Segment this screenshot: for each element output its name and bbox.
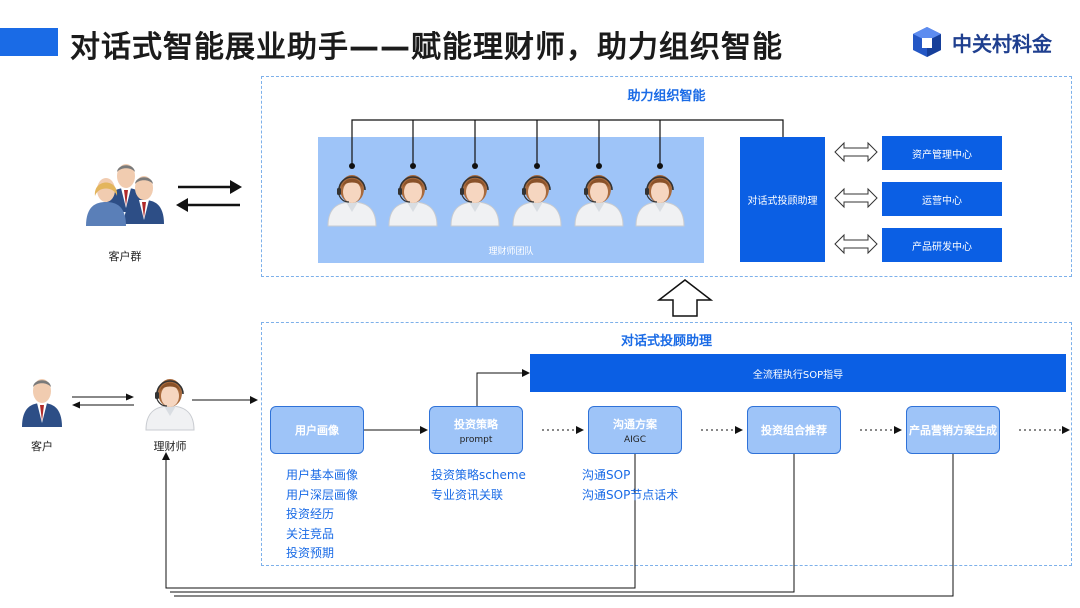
sop-guidance-bar: 全流程执行SOP指导 [530, 354, 1066, 392]
bottom-section [261, 322, 1072, 566]
customer-advisor-arrows [72, 393, 134, 409]
top-section [261, 76, 1072, 277]
communication-items-list: 沟通SOP 沟通SOP节点话术 [582, 466, 678, 505]
center-operations: 运营中心 [882, 182, 1002, 216]
brand-name: 中关村科金 [952, 31, 1052, 56]
list-item: 投资经历 [286, 507, 335, 521]
double-arrow-icon [834, 233, 878, 255]
title-accent-bar [0, 28, 58, 56]
cube-logo-icon [913, 27, 941, 57]
step-portfolio-recommendation: 投资组合推荐 [747, 406, 841, 454]
top-section-title: 助力组织智能 [627, 89, 706, 104]
step-communication-plan: 沟通方案 AIGC [588, 406, 682, 454]
list-item: 用户深层画像 [286, 487, 359, 502]
list-item: 投资策略scheme [431, 468, 526, 482]
exchange-arrows [176, 180, 242, 212]
page-title: 对话式智能展业助手——赋能理财师，助力组织智能 [70, 30, 783, 65]
customer-group-icon [86, 164, 164, 226]
list-item: 用户基本画像 [286, 468, 359, 482]
advisor-team-panel [318, 137, 704, 263]
profile-items-list: 用户基本画像 用户深层画像 投资经历 关注竞品 投资预期 [286, 466, 358, 564]
customer-group-label: 客户群 [108, 250, 142, 263]
list-item: 投资预期 [286, 546, 335, 560]
bottom-section-title: 对话式投顾助理 [620, 334, 712, 349]
advisor-person-label: 理财师 [153, 440, 187, 453]
list-item: 沟通SOP [582, 468, 631, 482]
brand: 中关村科金 [910, 25, 1052, 59]
strategy-items-list: 投资策略scheme 专业资讯关联 [431, 466, 526, 505]
double-arrow-icon [834, 141, 878, 163]
double-arrows [834, 141, 878, 255]
step-marketing-plan: 产品营销方案生成 [906, 406, 1000, 454]
center-asset-mgmt: 资产管理中心 [882, 136, 1002, 170]
center-product-rd: 产品研发中心 [882, 228, 1002, 262]
double-arrow-icon [834, 187, 878, 209]
list-item: 关注竞品 [286, 526, 335, 541]
advisor-assistant-box: 对话式投顾助理 [740, 137, 825, 262]
team-label: 理财师团队 [488, 247, 534, 257]
step-user-profile: 用户画像 [270, 406, 364, 454]
customer-label: 客户 [31, 440, 53, 453]
list-item: 专业资讯关联 [431, 487, 504, 502]
list-item: 沟通SOP节点话术 [582, 487, 679, 502]
step-investment-strategy: 投资策略 prompt [429, 406, 523, 454]
up-arrow-icon [656, 279, 714, 317]
